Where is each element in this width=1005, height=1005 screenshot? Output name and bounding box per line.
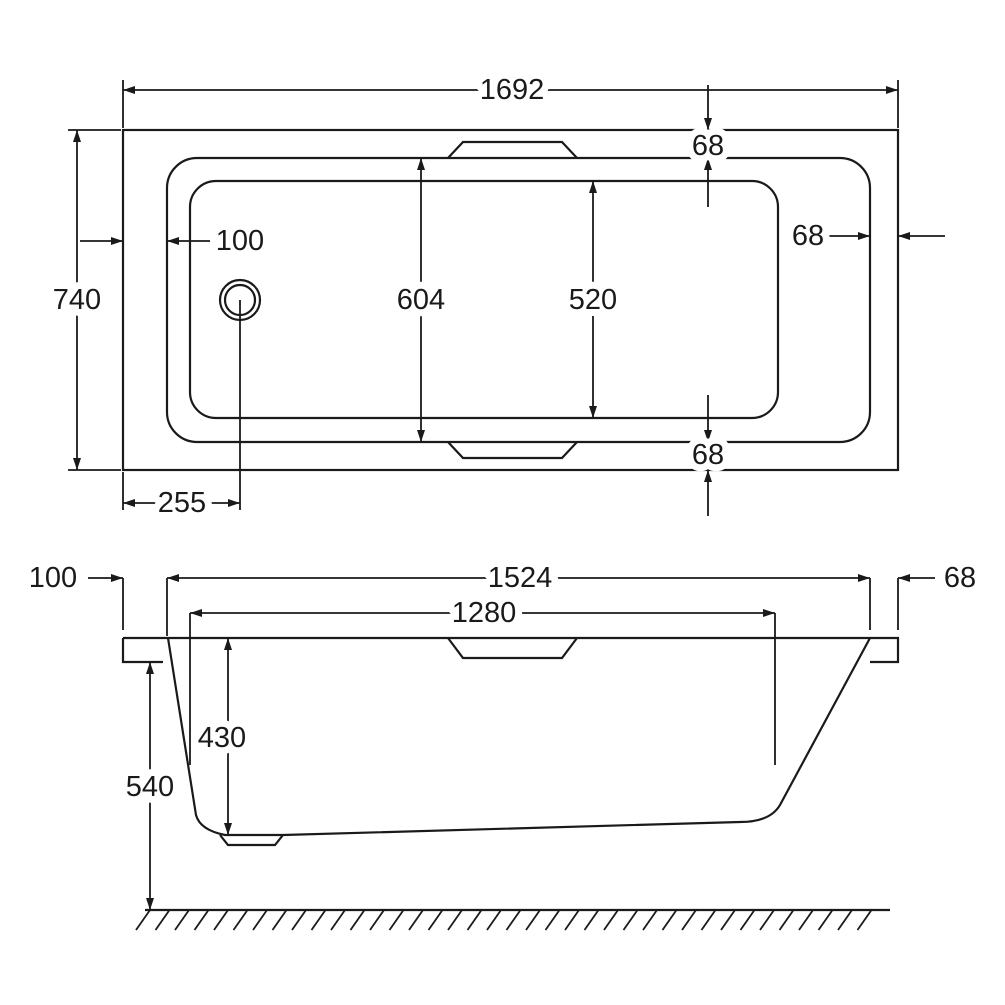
- basin: [188, 179, 780, 420]
- hatch-line: [759, 909, 775, 931]
- hatch-line: [193, 909, 210, 931]
- hatch-line: [310, 909, 327, 931]
- hatch-line: [486, 909, 502, 931]
- hatch-line: [349, 909, 366, 931]
- top-view: 1692 740 100 604 520 68 68 68 255: [46, 67, 945, 526]
- dim-waste-offset: 255: [158, 487, 206, 519]
- hatch-line: [427, 909, 444, 931]
- dim-inner-width: 604: [397, 284, 445, 316]
- hatch-line: [388, 909, 405, 931]
- hatch-line: [525, 909, 541, 931]
- dim-top-length: 1524: [488, 562, 553, 594]
- hatch-line: [447, 909, 463, 931]
- tub-foot: [219, 834, 284, 847]
- hatch-line: [583, 909, 600, 931]
- hatch-line: [564, 909, 580, 931]
- hatch-line: [154, 909, 171, 931]
- hatch-line: [213, 909, 229, 931]
- hatch-line: [505, 909, 522, 931]
- headrest-bottom: [447, 441, 578, 460]
- ground-hatch: [135, 908, 890, 931]
- hatch-line: [603, 909, 619, 931]
- hatch-line: [642, 909, 658, 931]
- headrest-side: [447, 637, 578, 660]
- hatch-line: [369, 909, 385, 931]
- dim-side-rim-left: 100: [29, 562, 77, 594]
- dim-rim-top: 68: [692, 130, 724, 162]
- hatch-line: [135, 909, 151, 931]
- hatch-line: [661, 909, 678, 931]
- dim-rim-bottom: 68: [692, 439, 724, 471]
- hatch-line: [544, 909, 561, 931]
- hatch-line: [271, 909, 288, 931]
- hatch-line: [252, 909, 268, 931]
- dim-rim-right: 68: [792, 220, 824, 252]
- dim-height: 540: [126, 771, 174, 803]
- dim-overall-length: 1692: [480, 74, 545, 106]
- dim-basin-width: 520: [569, 284, 617, 316]
- hatch-line: [856, 909, 873, 931]
- dim-base-length: 1280: [452, 597, 517, 629]
- inner-rim: [165, 156, 872, 444]
- hatch-line: [681, 909, 697, 931]
- headrest-top: [447, 140, 578, 159]
- hatch-line: [291, 909, 307, 931]
- dim-rim-left: 100: [216, 225, 264, 257]
- hatch-line: [739, 909, 756, 931]
- hatch-line: [330, 909, 346, 931]
- side-view: 1524 1280 100 68 430 540: [22, 555, 983, 931]
- hatch-line: [466, 909, 483, 931]
- hatch-line: [817, 909, 834, 931]
- hatch-line: [622, 909, 639, 931]
- hatch-line: [798, 909, 814, 931]
- outer-rim: [121, 128, 900, 472]
- hatch-line: [720, 909, 736, 931]
- hatch-line: [778, 909, 795, 931]
- dim-depth: 430: [198, 722, 246, 754]
- hatch-line: [232, 909, 249, 931]
- hatch-line: [700, 909, 717, 931]
- hatch-line: [837, 909, 853, 931]
- dim-overall-width: 740: [53, 284, 101, 316]
- hatch-line: [174, 909, 190, 931]
- hatch-line: [408, 909, 424, 931]
- dim-side-rim-right: 68: [944, 562, 976, 594]
